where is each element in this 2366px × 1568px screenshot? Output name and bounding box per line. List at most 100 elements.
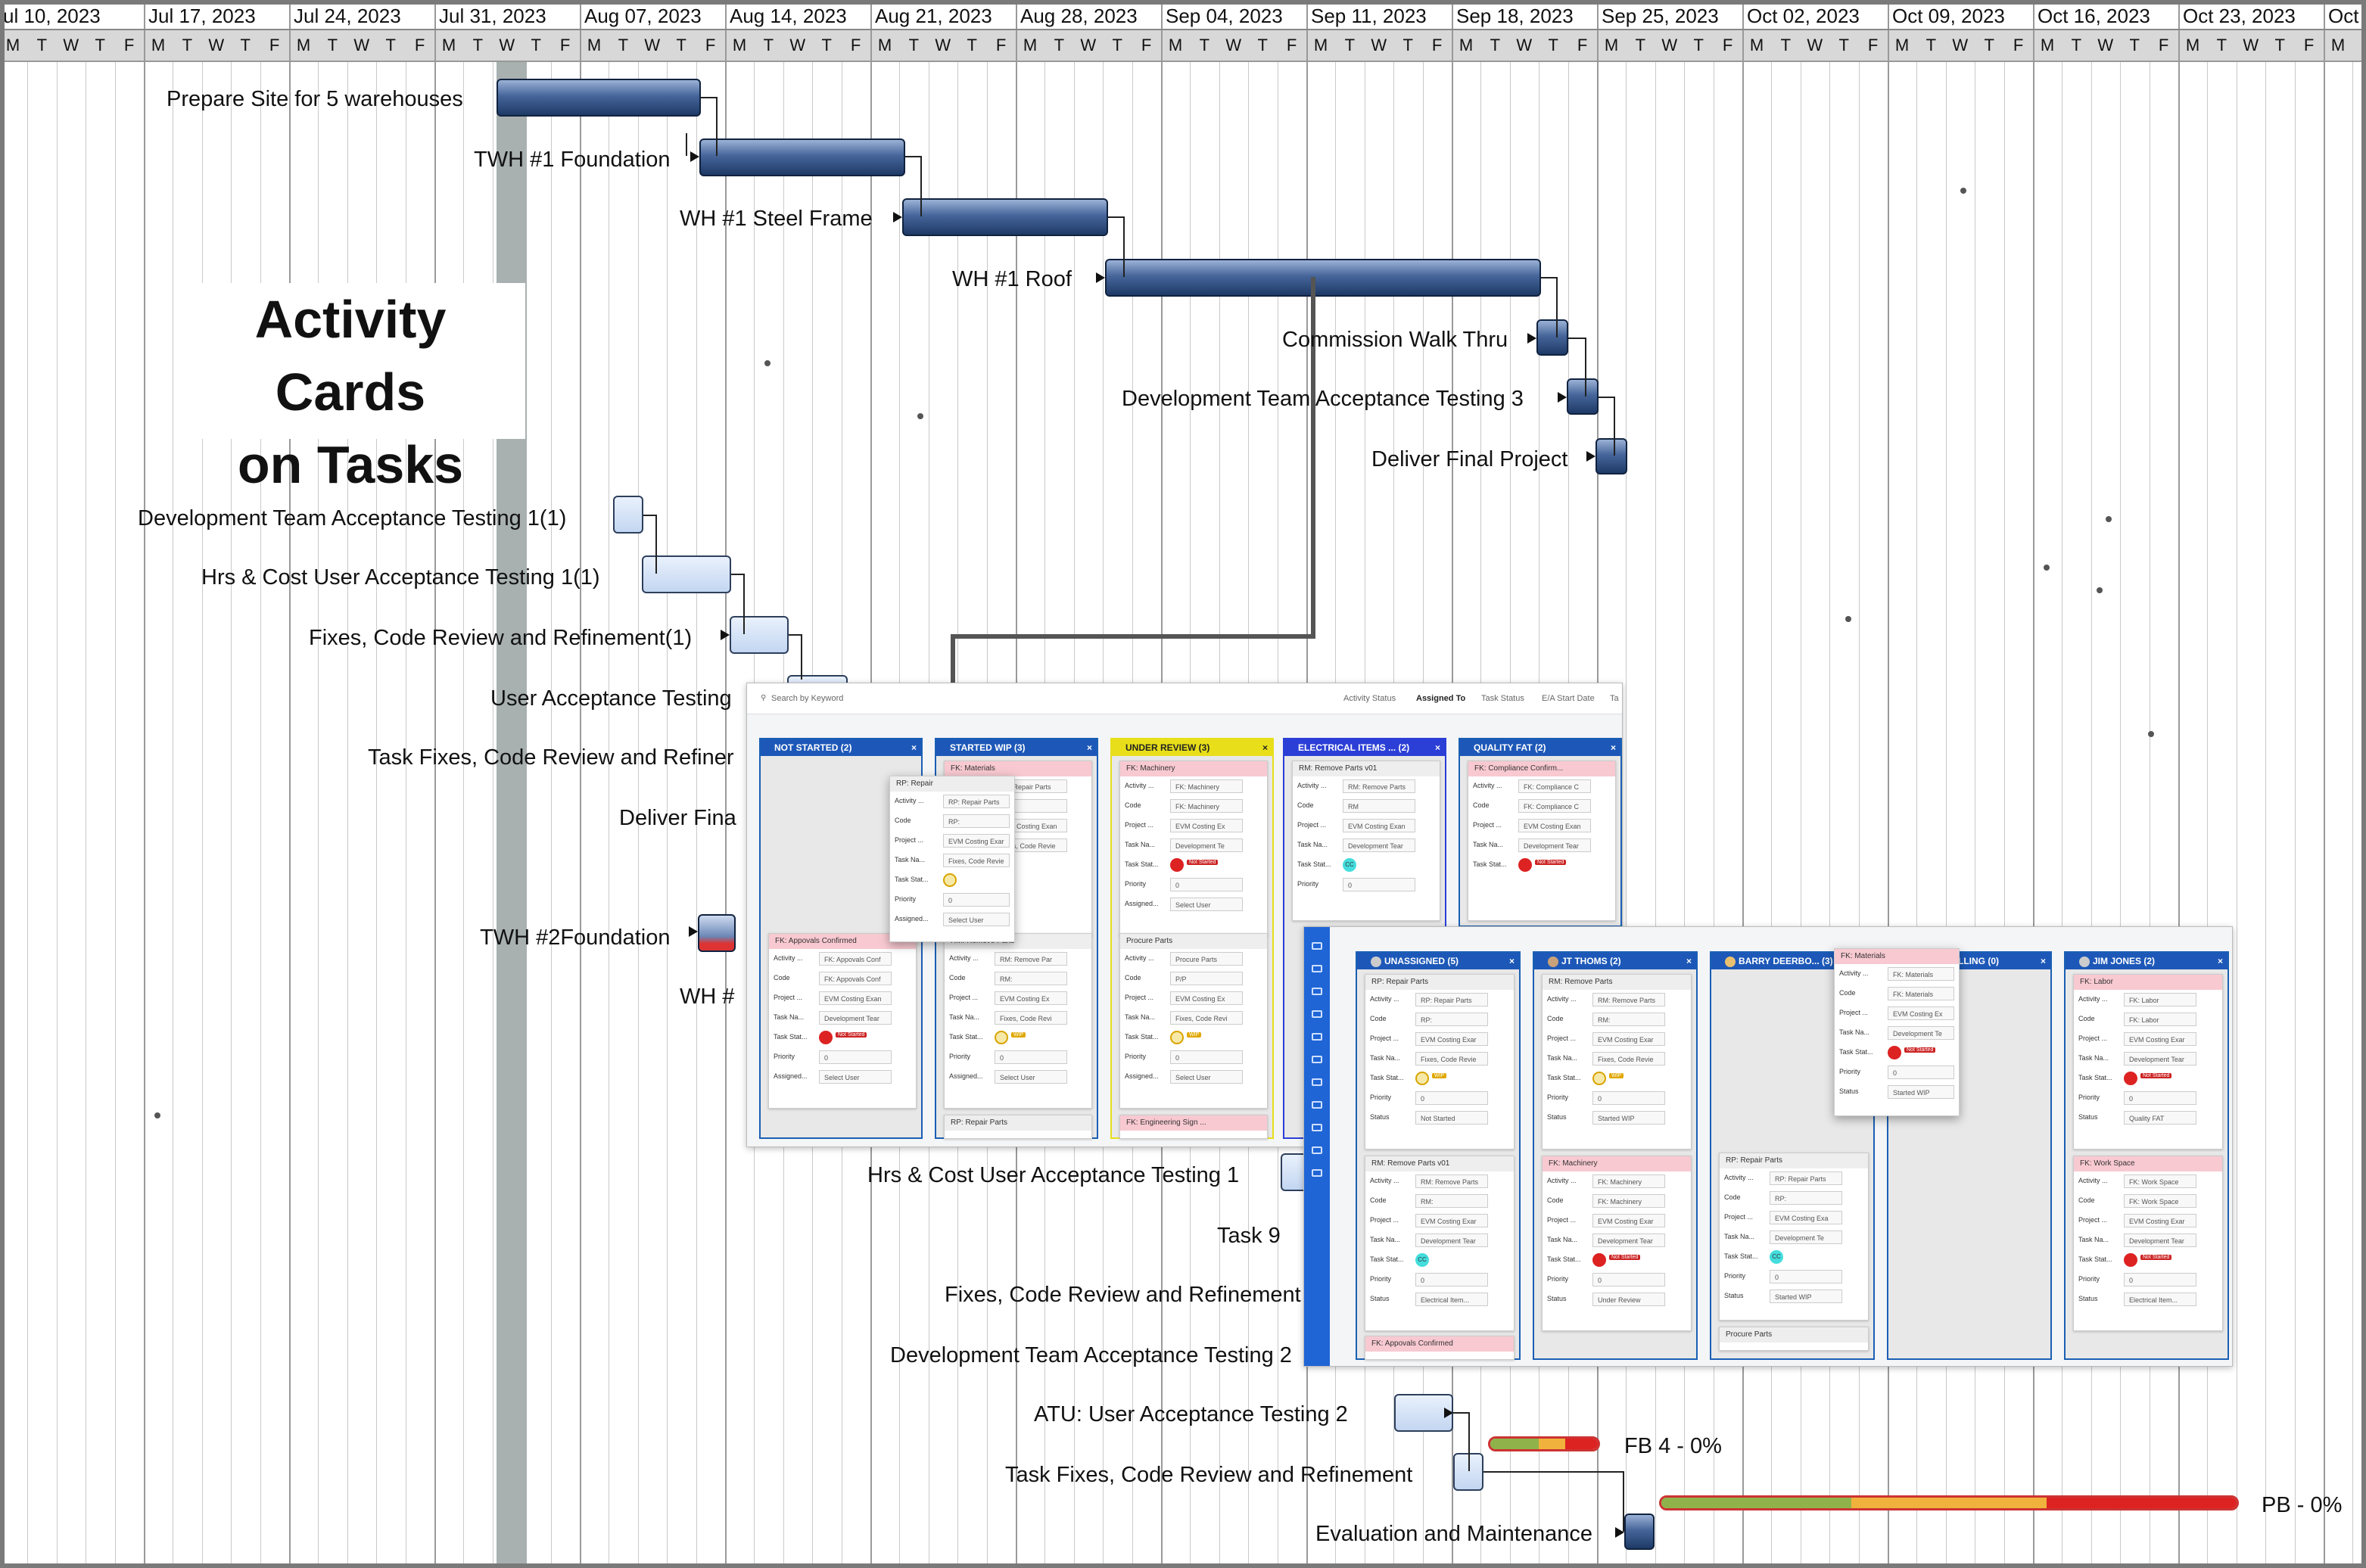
code-field[interactable]: FK: Work Space	[2124, 1194, 2196, 1208]
task-field[interactable]: Fixes, Code Revie	[1592, 1052, 1665, 1066]
activity-field[interactable]: FK: Compliance C	[1518, 779, 1591, 793]
project-field[interactable]: EVM Costing Ex	[1170, 819, 1243, 832]
task-bar-atu-testing-2[interactable]	[1394, 1394, 1453, 1432]
activity-field[interactable]: RM: Remove Par	[995, 952, 1067, 966]
activity-card[interactable]: RM: Remove Parts v01 Activity ...RM: Rem…	[1292, 761, 1440, 921]
task-label[interactable]: Development Team Acceptance Testing 1(1)	[138, 506, 567, 530]
priority-field[interactable]: 0	[2124, 1091, 2196, 1105]
task-bar-wh1-roof[interactable]	[1105, 259, 1541, 297]
assigned-select[interactable]: Select User	[943, 913, 1010, 926]
status-select[interactable]: Started WIP	[1770, 1290, 1842, 1303]
task-label[interactable]: WH #	[680, 985, 735, 1009]
task-label[interactable]: Hrs & Cost User Acceptance Testing 1	[867, 1163, 1240, 1187]
status-select[interactable]: Electrical Item...	[1415, 1293, 1488, 1306]
filter-start-date[interactable]: E/A Start Date	[1542, 694, 1595, 703]
priority-field[interactable]: 0	[1888, 1066, 1954, 1079]
code-field[interactable]: RM:	[1415, 1194, 1488, 1208]
task-field[interactable]: Fixes, Code Revi	[995, 1011, 1067, 1025]
activity-card[interactable]: FK: Work Space Activity ...FK: Work Spac…	[2073, 1156, 2223, 1331]
task-label[interactable]: WH #1 Roof	[952, 267, 1072, 291]
task-bar-twh1-foundation[interactable]	[699, 138, 905, 176]
activity-field[interactable]: RM: Remove Parts	[1415, 1174, 1488, 1188]
project-field[interactable]: EVM Costing Exar	[1415, 1214, 1488, 1227]
activity-card[interactable]: Procure Parts	[1719, 1327, 1869, 1351]
code-field[interactable]: RM	[1343, 799, 1415, 813]
sidebar-nav-icon[interactable]	[1312, 1056, 1322, 1063]
priority-field[interactable]: 0	[1415, 1273, 1488, 1286]
activity-field[interactable]: FK: Machinery	[1592, 1174, 1665, 1188]
task-bar-deliver-final[interactable]	[1595, 438, 1627, 474]
code-field[interactable]: FK: Labor	[2124, 1013, 2196, 1026]
priority-field[interactable]: 0	[1170, 1050, 1243, 1064]
sidebar-nav-icon[interactable]	[1312, 1078, 1322, 1086]
task-field[interactable]: Development Tear	[819, 1011, 892, 1025]
priority-field[interactable]: 0	[995, 1050, 1067, 1064]
project-field[interactable]: EVM Costing Exar	[1592, 1032, 1665, 1046]
close-icon[interactable]: ×	[1262, 742, 1268, 753]
close-icon[interactable]: ×	[1610, 742, 1616, 753]
close-icon[interactable]: ×	[1434, 742, 1440, 753]
activity-card[interactable]: FK: Machinery Activity ...FK: Machinery …	[1119, 761, 1268, 936]
task-label[interactable]: Deliver Fina	[619, 806, 736, 830]
project-field[interactable]: EVM Costing Exan	[1518, 819, 1591, 832]
task-label[interactable]: Task 9	[1217, 1224, 1281, 1248]
sidebar-nav-icon[interactable]	[1312, 1169, 1322, 1177]
task-field[interactable]: Development Tear	[1415, 1234, 1488, 1247]
task-field[interactable]: Fixes, Code Revie	[1415, 1052, 1488, 1066]
priority-field[interactable]: 0	[943, 893, 1010, 907]
status-select[interactable]: Under Review	[1592, 1293, 1665, 1306]
code-field[interactable]: P/P	[1170, 972, 1243, 985]
task-label[interactable]: Task Fixes, Code Review and Refinement	[1005, 1463, 1413, 1487]
activity-field[interactable]: RM: Remove Parts	[1343, 779, 1415, 793]
code-field[interactable]: RM:	[1592, 1013, 1665, 1026]
priority-field[interactable]: 0	[1592, 1091, 1665, 1105]
status-select[interactable]: Electrical Item...	[2124, 1293, 2196, 1306]
task-field[interactable]: Fixes, Code Revi	[1170, 1011, 1243, 1025]
task-bar-dev-team-testing-1-1[interactable]	[613, 496, 643, 534]
task-field[interactable]: Development Te	[1170, 838, 1243, 852]
priority-field[interactable]: 0	[1343, 878, 1415, 891]
task-label[interactable]: User Acceptance Testing	[490, 686, 732, 711]
filter-more[interactable]: Ta	[1610, 694, 1619, 703]
sidebar-nav-icon[interactable]	[1312, 1124, 1322, 1131]
project-field[interactable]: EVM Costing Ex	[1170, 991, 1243, 1005]
code-field[interactable]: FK: Compliance C	[1518, 799, 1591, 813]
task-label[interactable]: Development Team Acceptance Testing 2	[890, 1343, 1292, 1367]
sidebar-nav-icon[interactable]	[1312, 1101, 1322, 1109]
priority-field[interactable]: 0	[1592, 1273, 1665, 1286]
task-label[interactable]: WH #1 Steel Frame	[680, 207, 873, 231]
task-field[interactable]: Development Te	[1770, 1230, 1842, 1244]
activity-card[interactable]: FK: Compliance Confirm... Activity ...FK…	[1468, 761, 1616, 921]
priority-field[interactable]: 0	[1415, 1091, 1488, 1105]
task-bar-commission-walk-thru[interactable]	[1536, 319, 1568, 356]
task-label[interactable]: Commission Walk Thru	[1282, 328, 1508, 352]
activity-card[interactable]: FK: Appovals Confirmed	[1365, 1336, 1515, 1360]
filter-task-status[interactable]: Task Status	[1481, 694, 1524, 703]
code-field[interactable]: RP:	[943, 814, 1010, 828]
activity-field[interactable]: RP: Repair Parts	[1770, 1171, 1842, 1185]
task-bar-prepare-site[interactable]	[497, 79, 701, 117]
sidebar-nav-icon[interactable]	[1312, 1033, 1322, 1041]
close-icon[interactable]: ×	[911, 742, 917, 753]
assigned-select[interactable]: Select User	[1170, 898, 1243, 911]
task-label[interactable]: Task Fixes, Code Review and Refiner	[368, 745, 734, 770]
activity-card[interactable]: RP: Repair Parts Activity ...RP: Repair …	[1719, 1153, 1869, 1321]
close-icon[interactable]: ×	[2217, 956, 2223, 966]
activity-field[interactable]: FK: Work Space	[2124, 1174, 2196, 1188]
close-icon[interactable]: ×	[1086, 742, 1092, 753]
activity-field[interactable]: FK: Machinery	[1170, 779, 1243, 793]
filter-assigned-to[interactable]: Assigned To	[1416, 694, 1466, 703]
activity-field[interactable]: RM: Remove Parts	[1592, 993, 1665, 1006]
priority-field[interactable]: 0	[1170, 878, 1243, 891]
code-field[interactable]: FK: Appovals Conf	[819, 972, 892, 985]
activity-card[interactable]: FK: Engineering Sign ...	[1119, 1115, 1268, 1139]
status-select[interactable]: Quality FAT	[2124, 1111, 2196, 1125]
task-label[interactable]: Fixes, Code Review and Refinement(1)	[309, 626, 693, 650]
close-icon[interactable]: ×	[2040, 956, 2046, 966]
task-field[interactable]: Development Tear	[2124, 1052, 2196, 1066]
code-field[interactable]: FK: Materials	[1888, 987, 1954, 1000]
activity-card[interactable]: RP: Repair Parts	[944, 1115, 1092, 1139]
activity-field[interactable]: RP: Repair Parts	[1415, 993, 1488, 1006]
task-bar-wh1-steel-frame[interactable]	[902, 198, 1108, 236]
